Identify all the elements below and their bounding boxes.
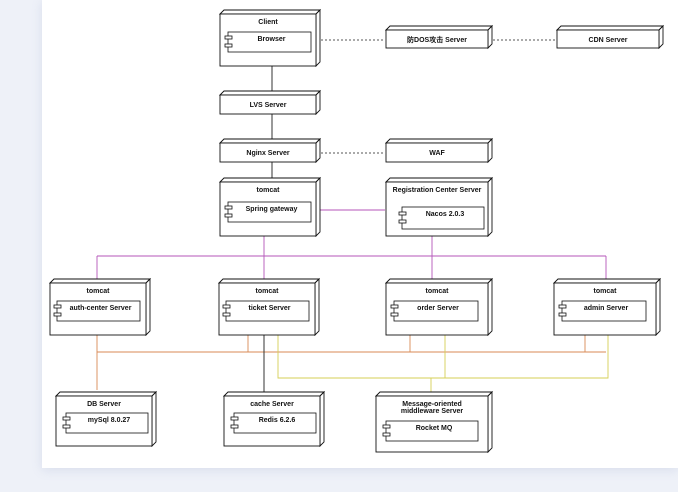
browser-component-label: Browser [257,36,285,43]
gateway-tomcat-node-label: tomcat [257,187,281,194]
lvs-node: LVS Server [218,89,322,116]
mq-node-label: Message-oriented [402,401,462,408]
cdn-node: CDN Server [555,24,665,50]
mysql-component: mySql 8.0.27 [62,412,149,434]
ticket-component: ticket Server [222,300,310,322]
admin-component-label: admin Server [584,305,629,312]
db-links [96,334,606,390]
auth-center-component-label: auth-center Server [70,305,132,312]
order-component: order Server [390,300,479,322]
browser-component: Browser [224,31,312,53]
nacos-component-label: Nacos 2.0.3 [426,211,465,218]
waf-node: WAF [384,137,494,164]
auth-center-component: auth-center Server [53,300,141,322]
redis-component: Redis 6.2.6 [230,412,317,434]
spring-gateway-component-label: Spring gateway [246,206,298,213]
redis-component-label: Redis 6.2.6 [259,417,296,424]
mq-links [277,334,609,395]
rocketmq-component-label: Rocket MQ [416,425,453,432]
nginx-node: Nginx Server [218,137,322,164]
tomcat-admin-node-label: tomcat [594,288,618,295]
waf-node-label: WAF [429,150,445,157]
admin-component: admin Server [558,300,647,322]
cache-node-label: cache Server [250,401,294,408]
tomcat-order-node-label: tomcat [426,288,450,295]
lvs-node-label: LVS Server [250,102,287,109]
registry-node-label: Registration Center Server [393,187,482,194]
tomcat-ticket-node-label: tomcat [256,288,280,295]
cdn-node-label: CDN Server [589,37,628,44]
gateway-links [96,209,607,280]
order-component-label: order Server [417,305,459,312]
nginx-node-label: Nginx Server [246,150,289,157]
rocketmq-component: Rocket MQ [382,420,479,442]
mq-node-label-2: middleware Server [401,408,464,415]
tomcat-auth-node-label: tomcat [87,288,111,295]
antidos-node-label: 防DOS攻击 Server [407,35,467,44]
antidos-node: 防DOS攻击 Server [384,24,494,50]
ticket-component-label: ticket Server [248,305,290,312]
spring-gateway-component: Spring gateway [224,201,312,223]
nacos-component: Nacos 2.0.3 [398,206,485,230]
connectors [96,39,609,395]
client-node-label: Client [258,19,278,26]
mysql-component-label: mySql 8.0.27 [88,417,131,424]
db-node-label: DB Server [87,401,121,408]
